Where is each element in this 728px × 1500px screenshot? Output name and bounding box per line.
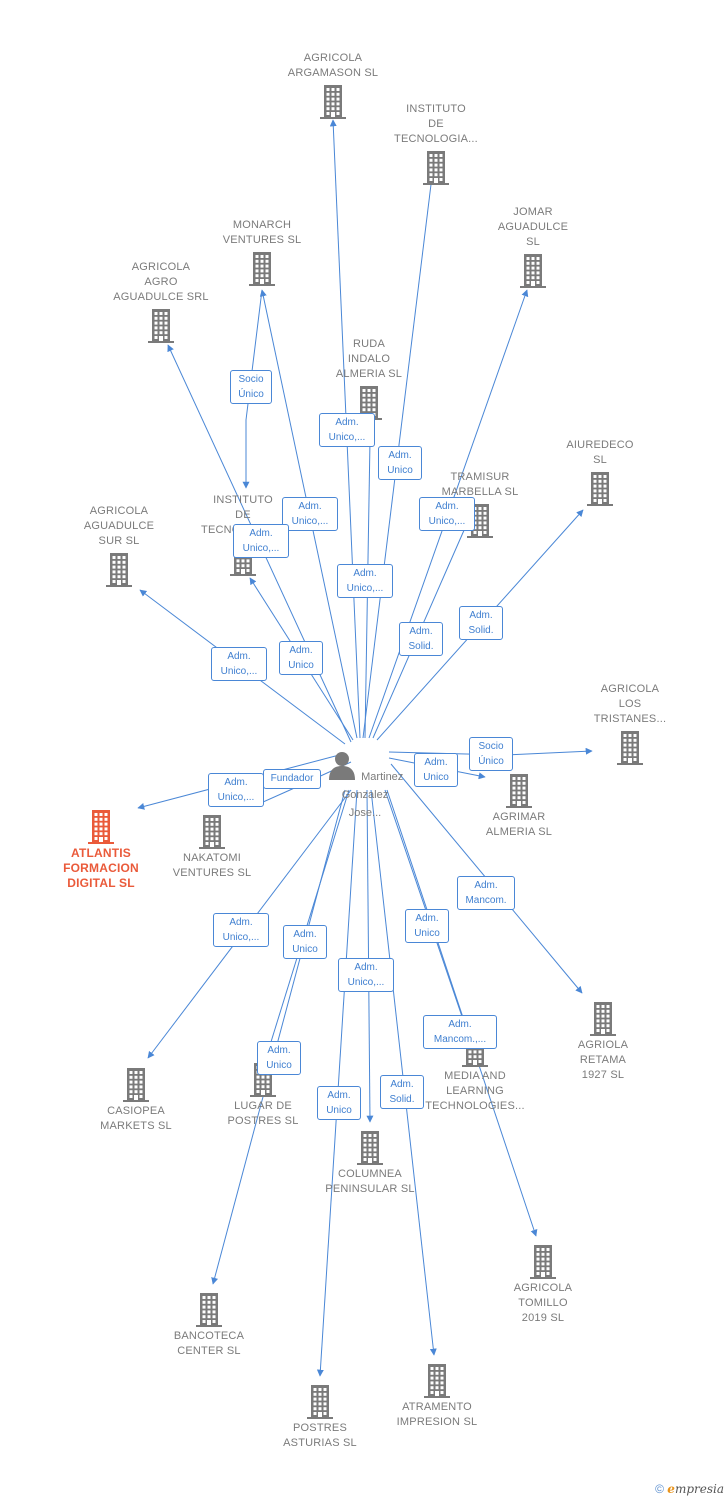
relation-label[interactable]: Adm. Unico,... [208,773,264,807]
edge-bancoteca [211,789,346,1285]
relation-label[interactable]: Adm. Unico,... [419,497,475,531]
company-node-nakatomi[interactable]: NAKATOMI VENTURES SL [147,813,277,881]
company-node-atlantis[interactable]: ATLANTIS FORMACION DIGITAL SL [36,808,166,891]
company-name: AGRICOLA ARGAMASON SL [287,52,379,79]
company-name: INSTITUTO DE TECNOLOGIA... [394,103,478,145]
relation-label[interactable]: Adm. Unico [405,909,449,943]
company-name: AGRICOLA LOS TRISTANES... [593,683,667,725]
building-icon [88,810,114,844]
building-icon [123,1068,149,1102]
company-node-postres-asturias[interactable]: POSTRES ASTURIAS SL [255,1383,385,1451]
company-name: ATRAMENTO IMPRESION SL [396,1401,478,1428]
person-icon [328,752,355,780]
link-label[interactable]: Socio Único [230,370,272,404]
company-node-aiuredeco[interactable]: AIUREDECO SL [535,438,665,506]
relation-label[interactable]: Adm. Unico [378,446,422,480]
company-name: AGRIMAR ALMERIA SL [485,811,553,838]
building-icon [617,731,643,765]
company-node-agricola-tristanes[interactable]: AGRICOLA LOS TRISTANES... [565,682,695,765]
company-node-bancoteca[interactable]: BANCOTECA CENTER SL [144,1291,274,1359]
company-name: JOMAR AGUADULCE SL [497,206,569,248]
building-icon [424,1364,450,1398]
building-icon [307,1385,333,1419]
company-node-instituto-tecnologia-1[interactable]: INSTITUTO DE TECNOLOGIA... [371,102,501,185]
relation-label[interactable]: Adm. Unico,... [282,497,338,531]
company-node-atramento[interactable]: ATRAMENTO IMPRESION SL [372,1362,502,1430]
building-icon [530,1245,556,1279]
building-icon [356,386,382,420]
building-icon [249,252,275,286]
relation-label[interactable]: Adm. Unico,... [319,413,375,447]
relation-label[interactable]: Adm. Unico [317,1086,361,1120]
relation-label[interactable]: Adm. Solid. [380,1075,424,1109]
company-node-agricola-argamason[interactable]: AGRICOLA ARGAMASON SL [268,51,398,119]
company-name: AGRICOLA TOMILLO 2019 SL [513,1282,573,1324]
company-name: AIUREDECO SL [566,439,634,466]
company-name: MEDIA AND LEARNING TECHNOLOGIES... [425,1070,525,1112]
relation-label[interactable]: Adm. Unico [257,1041,301,1075]
company-node-agricola-agro[interactable]: AGRICOLA AGRO AGUADULCE SRL [96,260,226,343]
building-icon [590,1002,616,1036]
company-name: BANCOTECA CENTER SL [173,1330,245,1357]
person-name: Martinez Gonzalez Jose... [341,771,404,819]
company-name: AGRIOLA RETAMA 1927 SL [577,1039,629,1081]
relation-label[interactable]: Adm. Unico,... [338,958,394,992]
relation-label[interactable]: Adm. Solid. [459,606,503,640]
relation-label[interactable]: Fundador [263,769,321,789]
building-icon [423,151,449,185]
brand-footer[interactable]: © empresia [655,1482,724,1496]
relation-label[interactable]: Adm. Unico,... [233,524,289,558]
company-node-monarch[interactable]: MONARCH VENTURES SL [197,218,327,286]
brand-logo: empresia [667,1482,724,1496]
edge-atramento [370,789,437,1356]
building-icon [106,553,132,587]
edge-agricola-tomillo [386,789,538,1237]
building-icon [587,472,613,506]
company-name: TRAMISUR MARBELLA SL [441,471,519,498]
relation-label[interactable]: Adm. Unico [283,925,327,959]
building-icon [357,1131,383,1165]
company-name: AGRICOLA AGUADULCE SUR SL [83,505,155,547]
relation-label[interactable]: Socio Único [469,737,513,771]
building-icon [320,85,346,119]
company-node-columnea[interactable]: COLUMNEA PENINSULAR SL [305,1129,435,1197]
relation-label[interactable]: Adm. Unico,... [337,564,393,598]
relation-label[interactable]: Adm. Unico,... [211,647,267,681]
relation-label[interactable]: Adm. Mancom. [457,876,515,910]
company-node-casiopea[interactable]: CASIOPEA MARKETS SL [71,1066,201,1134]
company-name: RUDA INDALO ALMERIA SL [335,338,403,380]
company-node-agriola-retama[interactable]: AGRIOLA RETAMA 1927 SL [538,1000,668,1083]
building-icon [506,774,532,808]
edge-lugar-postres [264,789,350,1059]
company-node-agrimar[interactable]: AGRIMAR ALMERIA SL [454,772,584,840]
company-name: CASIOPEA MARKETS SL [100,1105,172,1132]
building-icon [199,815,225,849]
edge-monarch-instituto-tecnologia-2 [242,289,263,489]
building-icon [196,1293,222,1327]
relation-label[interactable]: Adm. Mancom.,... [423,1015,497,1049]
relation-label[interactable]: Adm. Unico [279,641,323,675]
relation-label[interactable]: Adm. Unico [414,753,458,787]
company-name: POSTRES ASTURIAS SL [283,1422,357,1449]
company-name: LUGAR DE POSTRES SL [227,1100,299,1127]
relation-label[interactable]: Adm. Solid. [399,622,443,656]
company-node-ruda[interactable]: RUDA INDALO ALMERIA SL [304,337,434,420]
building-icon [520,254,546,288]
company-name: MONARCH VENTURES SL [222,219,302,246]
company-node-jomar[interactable]: JOMAR AGUADULCE SL [468,205,598,288]
relation-label[interactable]: Adm. Unico,... [213,913,269,947]
copyright-icon: © [655,1482,664,1496]
company-name: COLUMNEA PENINSULAR SL [325,1168,415,1195]
edge-postres-asturias [316,789,358,1377]
company-name: AGRICOLA AGRO AGUADULCE SRL [113,261,209,303]
company-node-agricola-sur[interactable]: AGRICOLA AGUADULCE SUR SL [54,504,184,587]
company-name: NAKATOMI VENTURES SL [172,852,252,879]
building-icon [148,309,174,343]
company-node-agricola-tomillo[interactable]: AGRICOLA TOMILLO 2019 SL [478,1243,608,1326]
center-person[interactable]: Martinez Gonzalez Jose... [320,750,410,821]
company-name: ATLANTIS FORMACION DIGITAL SL [63,846,139,890]
edge-columnea [366,789,374,1123]
